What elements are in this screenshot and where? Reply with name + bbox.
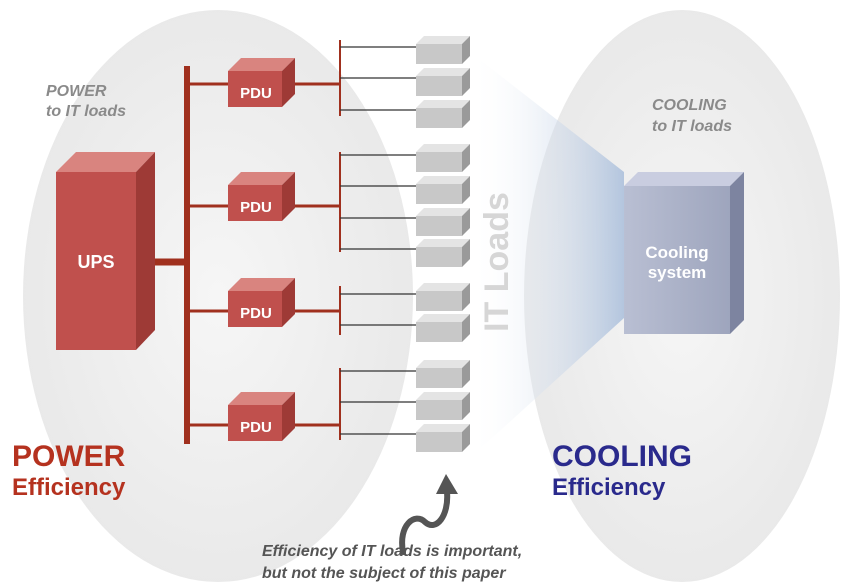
power-efficiency-subtitle: Efficiency: [12, 474, 126, 501]
pdu-label: PDU: [240, 199, 272, 216]
server: [416, 392, 470, 420]
pdu-unit: PDU: [228, 58, 295, 107]
cooling-beam: [470, 52, 624, 458]
curved-arrow-icon: [399, 474, 458, 555]
server: [416, 100, 470, 128]
server: [416, 424, 470, 452]
pdu-label: PDU: [240, 305, 272, 322]
server: [416, 239, 470, 267]
caption-line1: Efficiency of IT loads is important,: [262, 543, 522, 560]
cooling-system-label-line2: system: [648, 263, 707, 282]
it-loads-label: IT Loads: [478, 192, 516, 332]
server: [416, 283, 470, 311]
server: [416, 68, 470, 96]
branch-lines: [339, 40, 416, 440]
it-load-servers: [416, 36, 470, 452]
caption-line2: but not the subject of this paper: [262, 565, 506, 582]
cooling-system-label-line1: Cooling: [645, 243, 708, 262]
ups-label: UPS: [77, 252, 114, 272]
power-efficiency-title: POWER: [12, 440, 126, 473]
server: [416, 360, 470, 388]
pdu-unit: PDU: [228, 172, 295, 221]
pdu-unit: PDU: [228, 278, 295, 327]
cooling-efficiency-title: COOLING: [552, 440, 692, 473]
cooling-efficiency-subtitle: Efficiency: [552, 474, 666, 501]
server: [416, 176, 470, 204]
power-note-line1: POWER: [46, 83, 107, 100]
cooling-system-unit: Cooling system: [624, 172, 744, 334]
server: [416, 36, 470, 64]
power-note-line2: to IT loads: [46, 103, 126, 120]
pdu-label: PDU: [240, 85, 272, 102]
pdu-unit: PDU: [228, 392, 295, 441]
server: [416, 314, 470, 342]
server: [416, 208, 470, 236]
cooling-note-line1: COOLING: [652, 97, 727, 114]
server: [416, 144, 470, 172]
pdu-label: PDU: [240, 419, 272, 436]
cooling-note-line2: to IT loads: [652, 118, 732, 135]
ups-unit: UPS: [56, 152, 155, 350]
